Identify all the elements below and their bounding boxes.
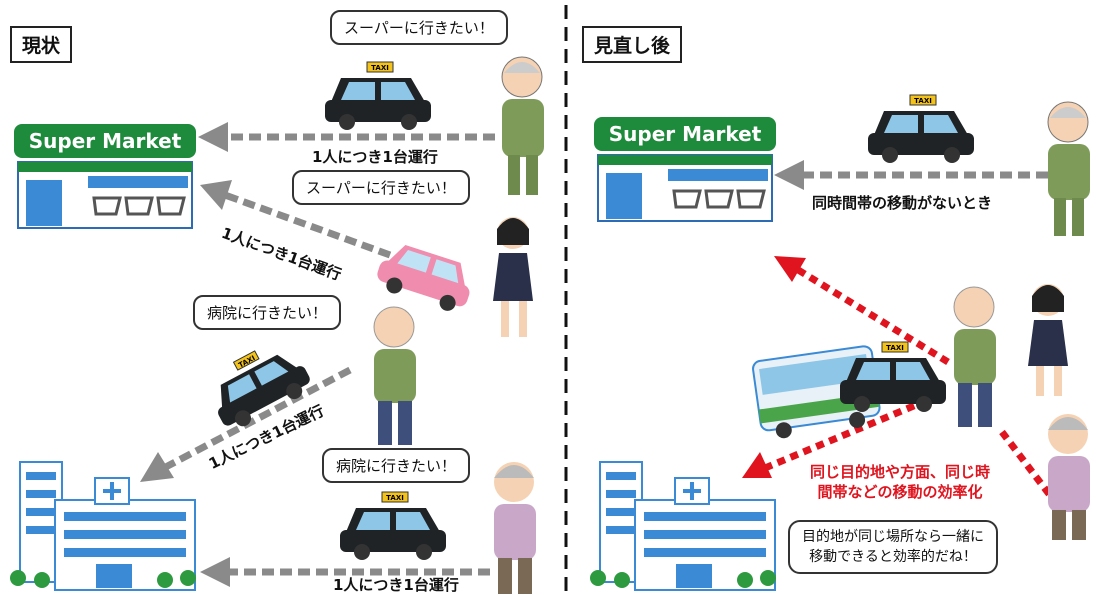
efficiency-caption-line: 同じ目的地や方面、同じ時	[809, 463, 990, 481]
after-review-label: 見直し後	[582, 26, 683, 63]
store-building-icon	[17, 161, 193, 229]
taxi-sign-text: TAXI	[386, 494, 404, 502]
speech-bubble: 病院に行きたい！	[193, 295, 342, 330]
current-state-label: 現状	[10, 26, 73, 63]
taxi-sign-text: TAXI	[914, 97, 932, 105]
speech-bubble: スーパーに行きたい！	[292, 170, 470, 205]
taxi-icon: TAXI	[325, 61, 431, 130]
taxi-sign-text: TAXI	[371, 64, 389, 72]
taxi-icon: TAXI	[340, 491, 446, 560]
route-caption: 同時間帯の移動がないとき	[812, 194, 993, 212]
route-caption: 1人につき1台運行	[333, 576, 459, 594]
speech-bubble: 目的地が同じ場所なら一緒に 移動できると効率的だね！	[788, 520, 998, 574]
taxi-icon: TAXI	[218, 350, 310, 427]
elderly-man-icon	[1047, 101, 1090, 236]
elderly-woman-icon	[494, 462, 536, 594]
speech-line: 移動できると効率的だね！	[809, 549, 977, 565]
taxi-sign-text: TAXI	[886, 344, 904, 352]
store-sign: Super Market	[14, 124, 196, 158]
supermarket-left: Super Market	[14, 120, 196, 230]
bald-man-icon	[373, 306, 416, 445]
speech-line: 目的地が同じ場所なら一緒に	[802, 529, 984, 545]
efficiency-caption: 同じ目的地や方面、同じ時 間帯などの移動の効率化	[790, 462, 1010, 502]
store-sign: Super Market	[594, 117, 776, 151]
taxi-icon: TAXI	[868, 94, 974, 163]
route-caption: 1人につき1台運行	[312, 148, 438, 166]
taxi-icon: TAXI	[840, 341, 946, 412]
speech-bubble: スーパーに行きたい！	[330, 10, 508, 45]
store-building-icon	[597, 154, 773, 222]
elderly-woman-icon	[1048, 414, 1090, 540]
car-icon	[377, 244, 470, 311]
elderly-man-icon	[501, 56, 544, 195]
woman-icon	[493, 217, 533, 337]
bald-man-icon	[953, 286, 996, 427]
hospital-right-icon	[590, 461, 776, 591]
woman-icon	[1028, 284, 1068, 396]
supermarket-right: Super Market	[594, 113, 776, 223]
speech-bubble: 病院に行きたい！	[322, 448, 471, 483]
hospital-left-icon	[10, 461, 196, 591]
efficiency-caption-line: 間帯などの移動の効率化	[817, 483, 983, 501]
